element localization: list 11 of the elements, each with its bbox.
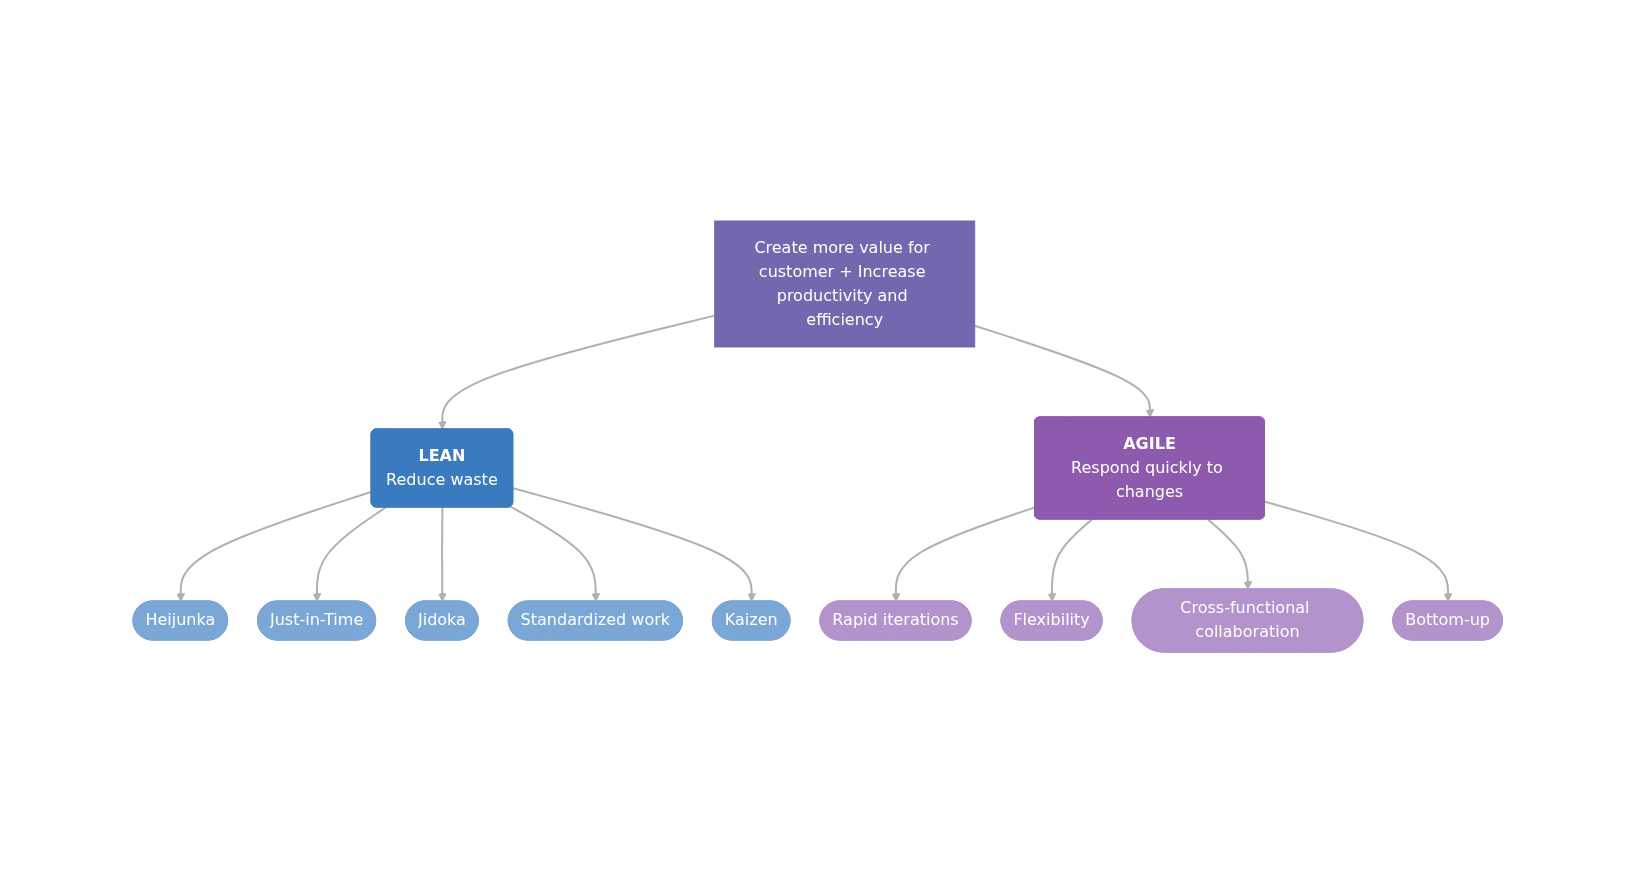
arrow (509, 505, 600, 602)
arrow (437, 314, 716, 430)
arrow (1263, 500, 1453, 602)
arrow (891, 506, 1036, 602)
arrow (312, 506, 387, 602)
arrow (973, 324, 1155, 418)
arrow (1047, 518, 1093, 602)
node-box: Create more value for customer + Increase productivity and efficiency (714, 220, 976, 348)
arrow (512, 487, 756, 602)
arrow (1206, 518, 1253, 590)
arrow (437, 506, 447, 602)
